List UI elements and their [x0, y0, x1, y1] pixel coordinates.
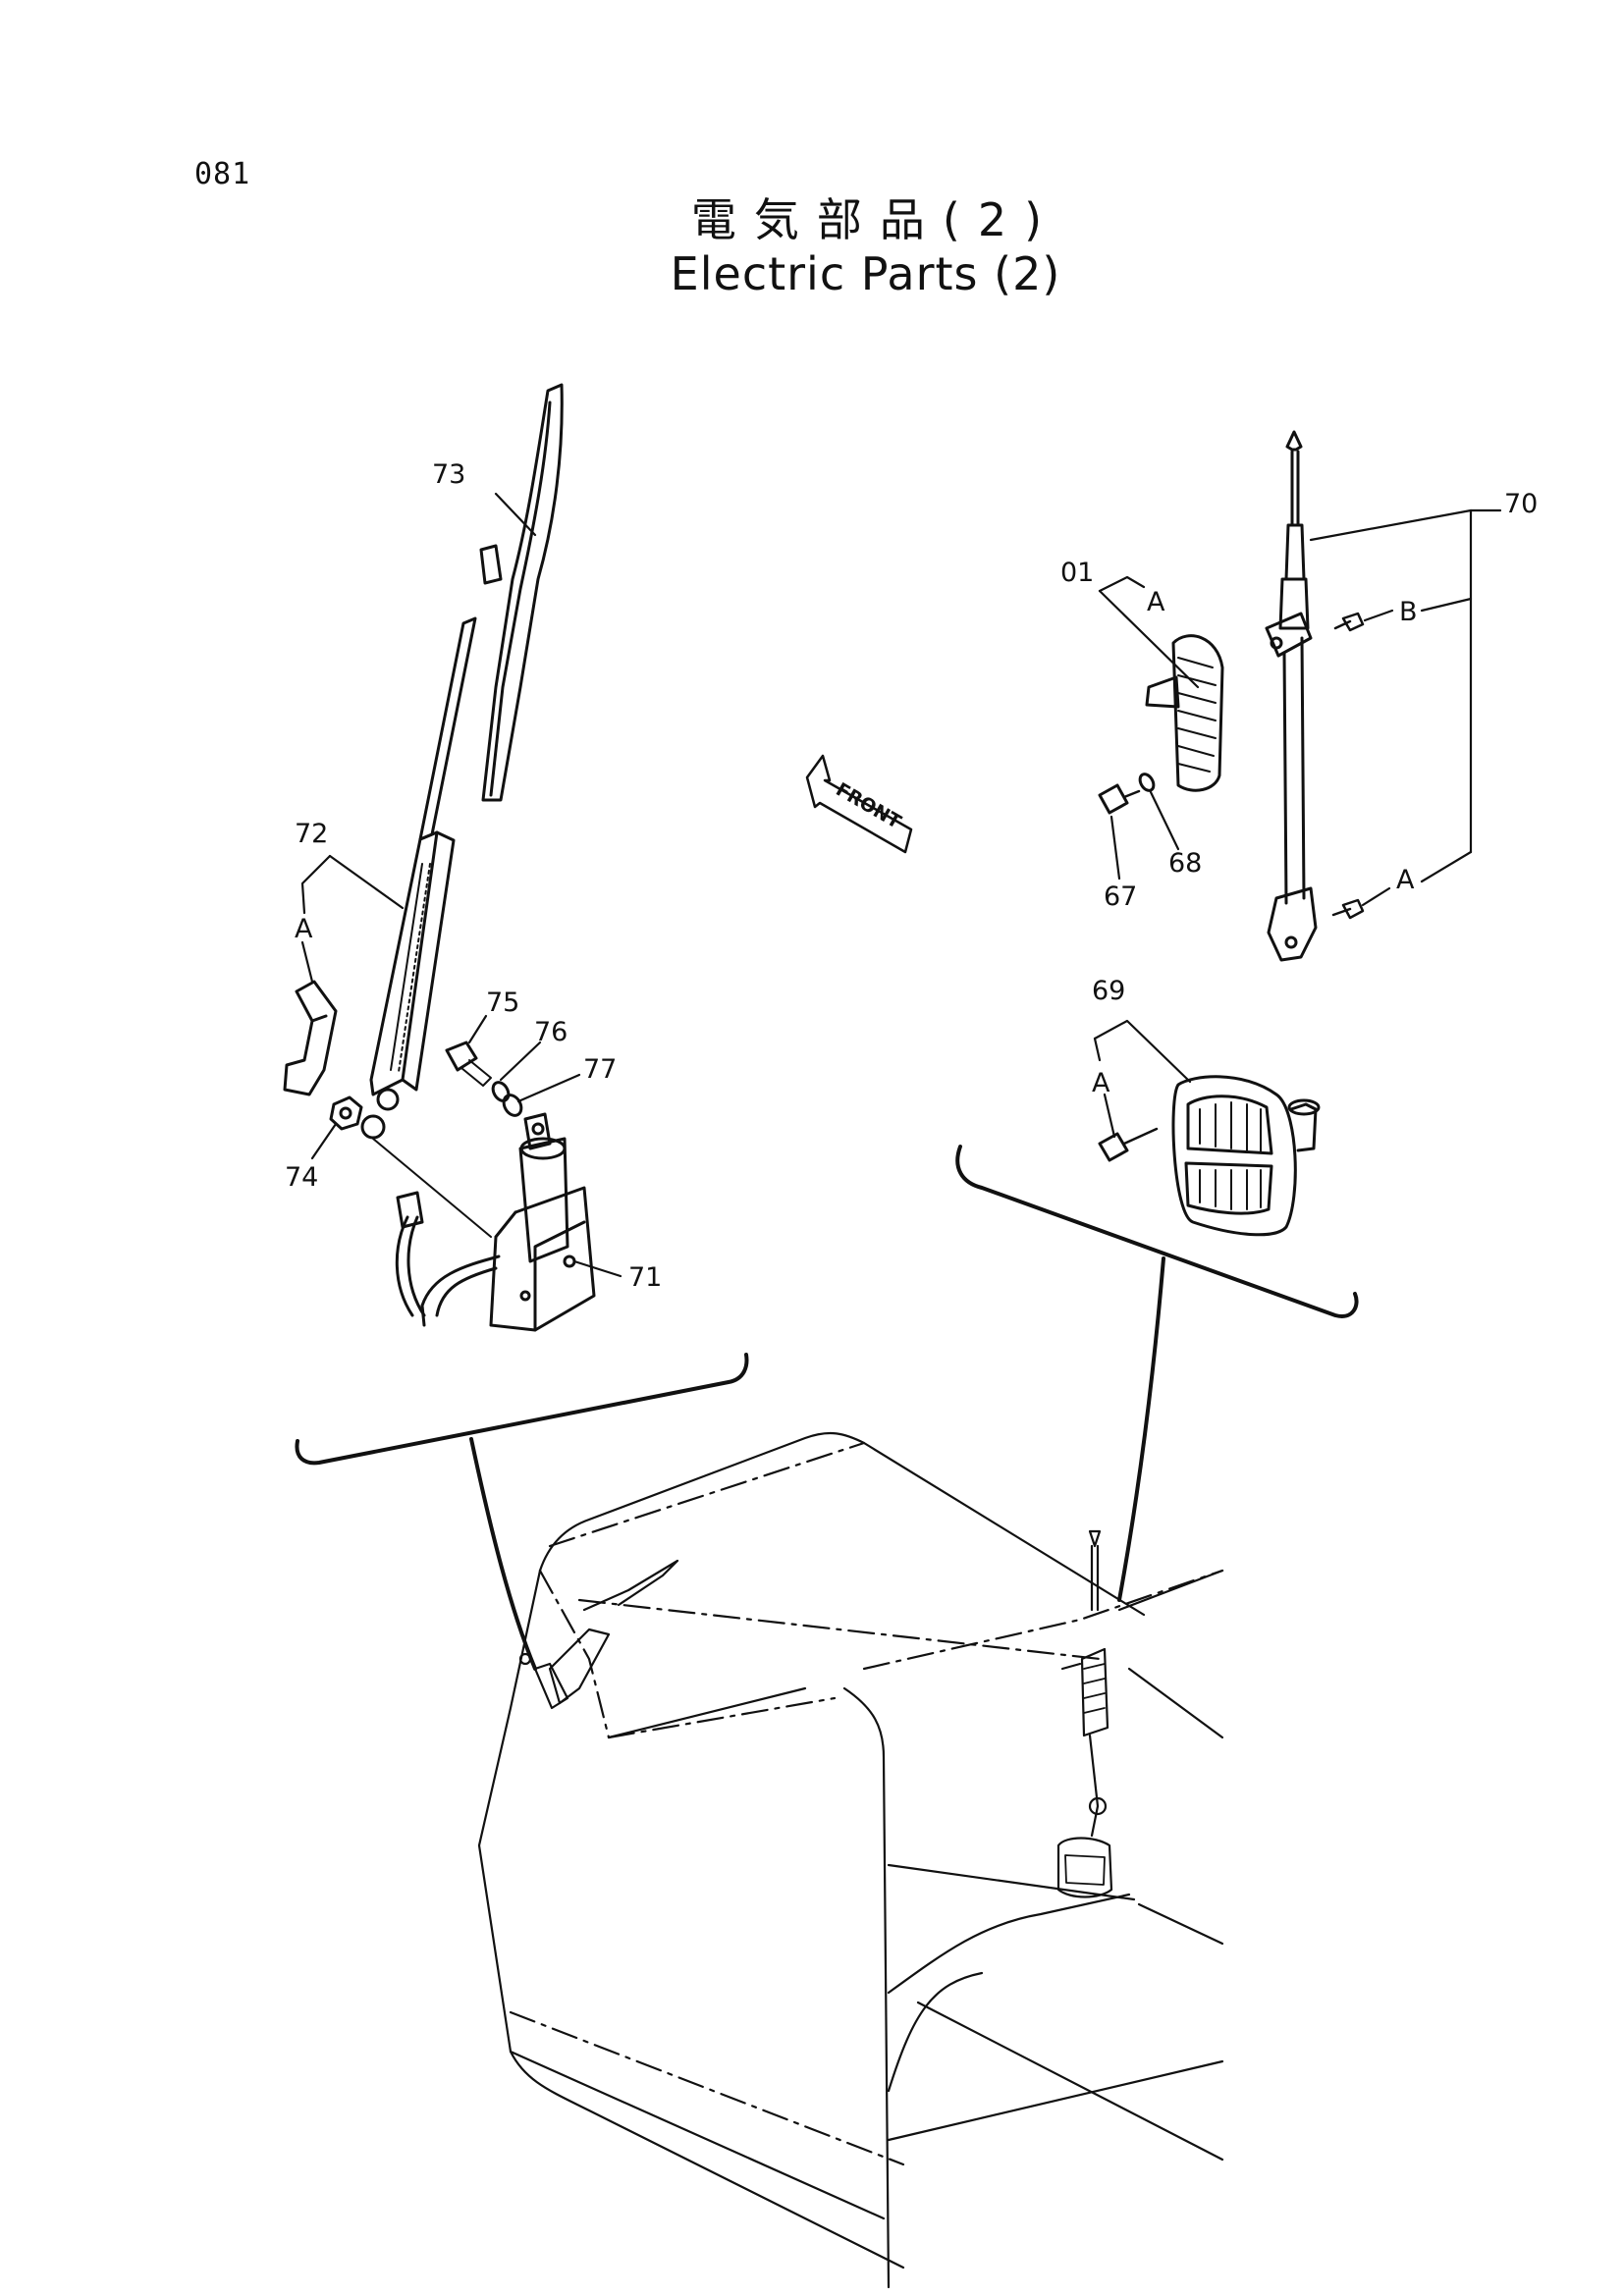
page-title-english: Electric Parts (2)	[670, 247, 1061, 300]
bubble-leader-right	[1117, 1256, 1165, 1602]
detail-bubble-left	[295, 1353, 749, 1466]
callout-69: 69	[1092, 976, 1125, 1006]
wiper-assembly	[283, 383, 749, 1671]
page-number: 081	[194, 157, 251, 191]
callout-70: 70	[1504, 489, 1538, 519]
nut	[329, 1095, 363, 1131]
callout-labels: 73 72 A 75 76 77 74 71 70 01 A B A 68 67…	[285, 459, 1538, 1293]
callout-ref-b: B	[1399, 597, 1418, 627]
wiper-motor	[395, 1112, 596, 1332]
page-title-japanese: 電気部品(2)	[690, 193, 1060, 246]
front-label: FRONT	[833, 778, 905, 832]
antenna-assembly	[1265, 430, 1365, 962]
callout-ref-a-clip: A	[295, 914, 313, 944]
cab-outline	[477, 1431, 1224, 2289]
bubble-leader-left	[469, 1437, 537, 1671]
callout-74: 74	[285, 1162, 318, 1193]
detail-bubble-right	[955, 1145, 1359, 1318]
callout-73: 73	[432, 459, 465, 490]
callout-ref-a-antenna: A	[1396, 865, 1415, 895]
leader-lines	[300, 492, 1502, 1278]
callout-72: 72	[295, 819, 328, 849]
callout-01: 01	[1060, 558, 1094, 588]
callout-68: 68	[1168, 848, 1202, 879]
side-marker-lamp	[1098, 634, 1224, 815]
work-lamp	[1098, 1075, 1321, 1237]
callout-ref-a-marker: A	[1147, 587, 1165, 617]
front-direction-arrow: FRONT	[805, 754, 913, 854]
callout-71: 71	[628, 1262, 662, 1293]
callout-ref-a-lamp: A	[1092, 1068, 1110, 1098]
arm-clip	[283, 980, 338, 1096]
fasteners	[445, 1041, 523, 1117]
callout-76: 76	[534, 1017, 568, 1047]
wiper-blade	[479, 383, 564, 802]
callout-67: 67	[1104, 881, 1137, 912]
callout-77: 77	[583, 1054, 617, 1085]
callout-75: 75	[486, 988, 519, 1018]
wiper-arm	[360, 616, 477, 1140]
